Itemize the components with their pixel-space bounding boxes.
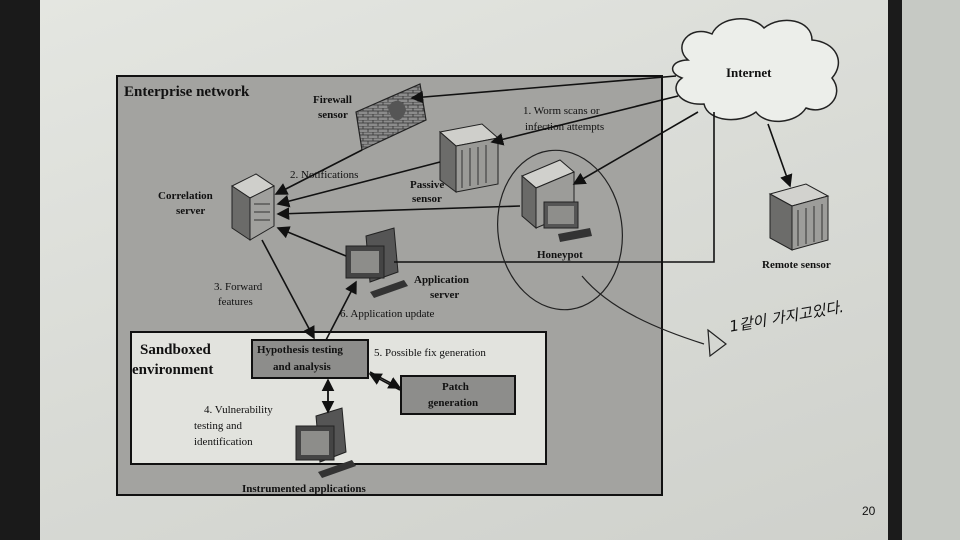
honeypot-label: Honeypot (537, 249, 583, 261)
arrow-internet-honeypot (572, 111, 699, 185)
arrow-internet-passive (490, 95, 679, 146)
patch-label-2: generation (428, 397, 479, 409)
step6-label: 6. Application update (340, 308, 435, 320)
instrumented-label: Instrumented applications (242, 483, 366, 495)
hypothesis-label-2: and analysis (273, 361, 331, 373)
sandboxed-label-1: Sandboxed (140, 342, 211, 358)
app-server-label-2: server (430, 289, 460, 301)
arrow-firewall-correlation (274, 149, 363, 195)
arrow-internet-correlation (394, 112, 715, 263)
arrow-honeypot-correlation (276, 205, 521, 221)
firewall-label-1: Firewall (313, 94, 352, 106)
remote-sensor-label: Remote sensor (762, 259, 831, 271)
step4-label-3: identification (194, 436, 253, 448)
correlation-label-1: Correlation (158, 190, 213, 202)
passive-label-2: sensor (412, 193, 442, 205)
internet-cloud (671, 18, 840, 123)
patch-label-1: Patch (442, 381, 469, 393)
firewall-icon (355, 83, 427, 151)
arrow-forward-features (261, 239, 315, 340)
arrow-appserver-correlation (276, 226, 347, 257)
hypothesis-box (251, 339, 369, 379)
honeypot-icon (521, 159, 592, 242)
correlation-server-icon (231, 173, 275, 241)
step1-label-2: infection attempts (525, 121, 605, 133)
instrumented-application-icon (295, 407, 356, 478)
step2-label: 2. Notifications (290, 169, 359, 181)
handwritten-annotation (497, 149, 727, 358)
passive-sensor-icon (438, 123, 500, 193)
firewall-label-2: sensor (318, 109, 348, 121)
step1-label-1: 1. Worm scans or (523, 105, 600, 117)
remote-sensor-icon (768, 183, 830, 251)
arrow-hypothesis-patch (369, 371, 402, 389)
enterprise-network-title: Enterprise network (124, 84, 250, 100)
passive-label-1: Passive (410, 179, 445, 191)
app-server-label-1: Application (414, 274, 470, 286)
screen-bezel (888, 0, 902, 540)
arrow-application-update (325, 280, 357, 341)
step3-label-1: 3. Forward (214, 281, 263, 293)
hypothesis-label-1: Hypothesis testing (257, 344, 343, 356)
sandboxed-label-2: environment (132, 362, 214, 378)
step4-label-1: 4. Vulnerability (204, 404, 273, 416)
arrow-internet-remote (767, 123, 793, 188)
page-number: 20 (862, 504, 876, 518)
step3-label-2: features (218, 296, 253, 308)
connector-arrows (261, 75, 793, 414)
internet-label: Internet (726, 65, 772, 80)
arrow-internet-firewall (410, 75, 677, 104)
correlation-label-2: server (176, 205, 206, 217)
arrow-passive-correlation (276, 161, 441, 208)
application-server-icon (345, 227, 408, 298)
wall (902, 0, 960, 540)
patch-generation-box (400, 375, 516, 415)
step5-label: 5. Possible fix generation (374, 347, 486, 359)
step4-label-2: testing and (194, 420, 242, 432)
